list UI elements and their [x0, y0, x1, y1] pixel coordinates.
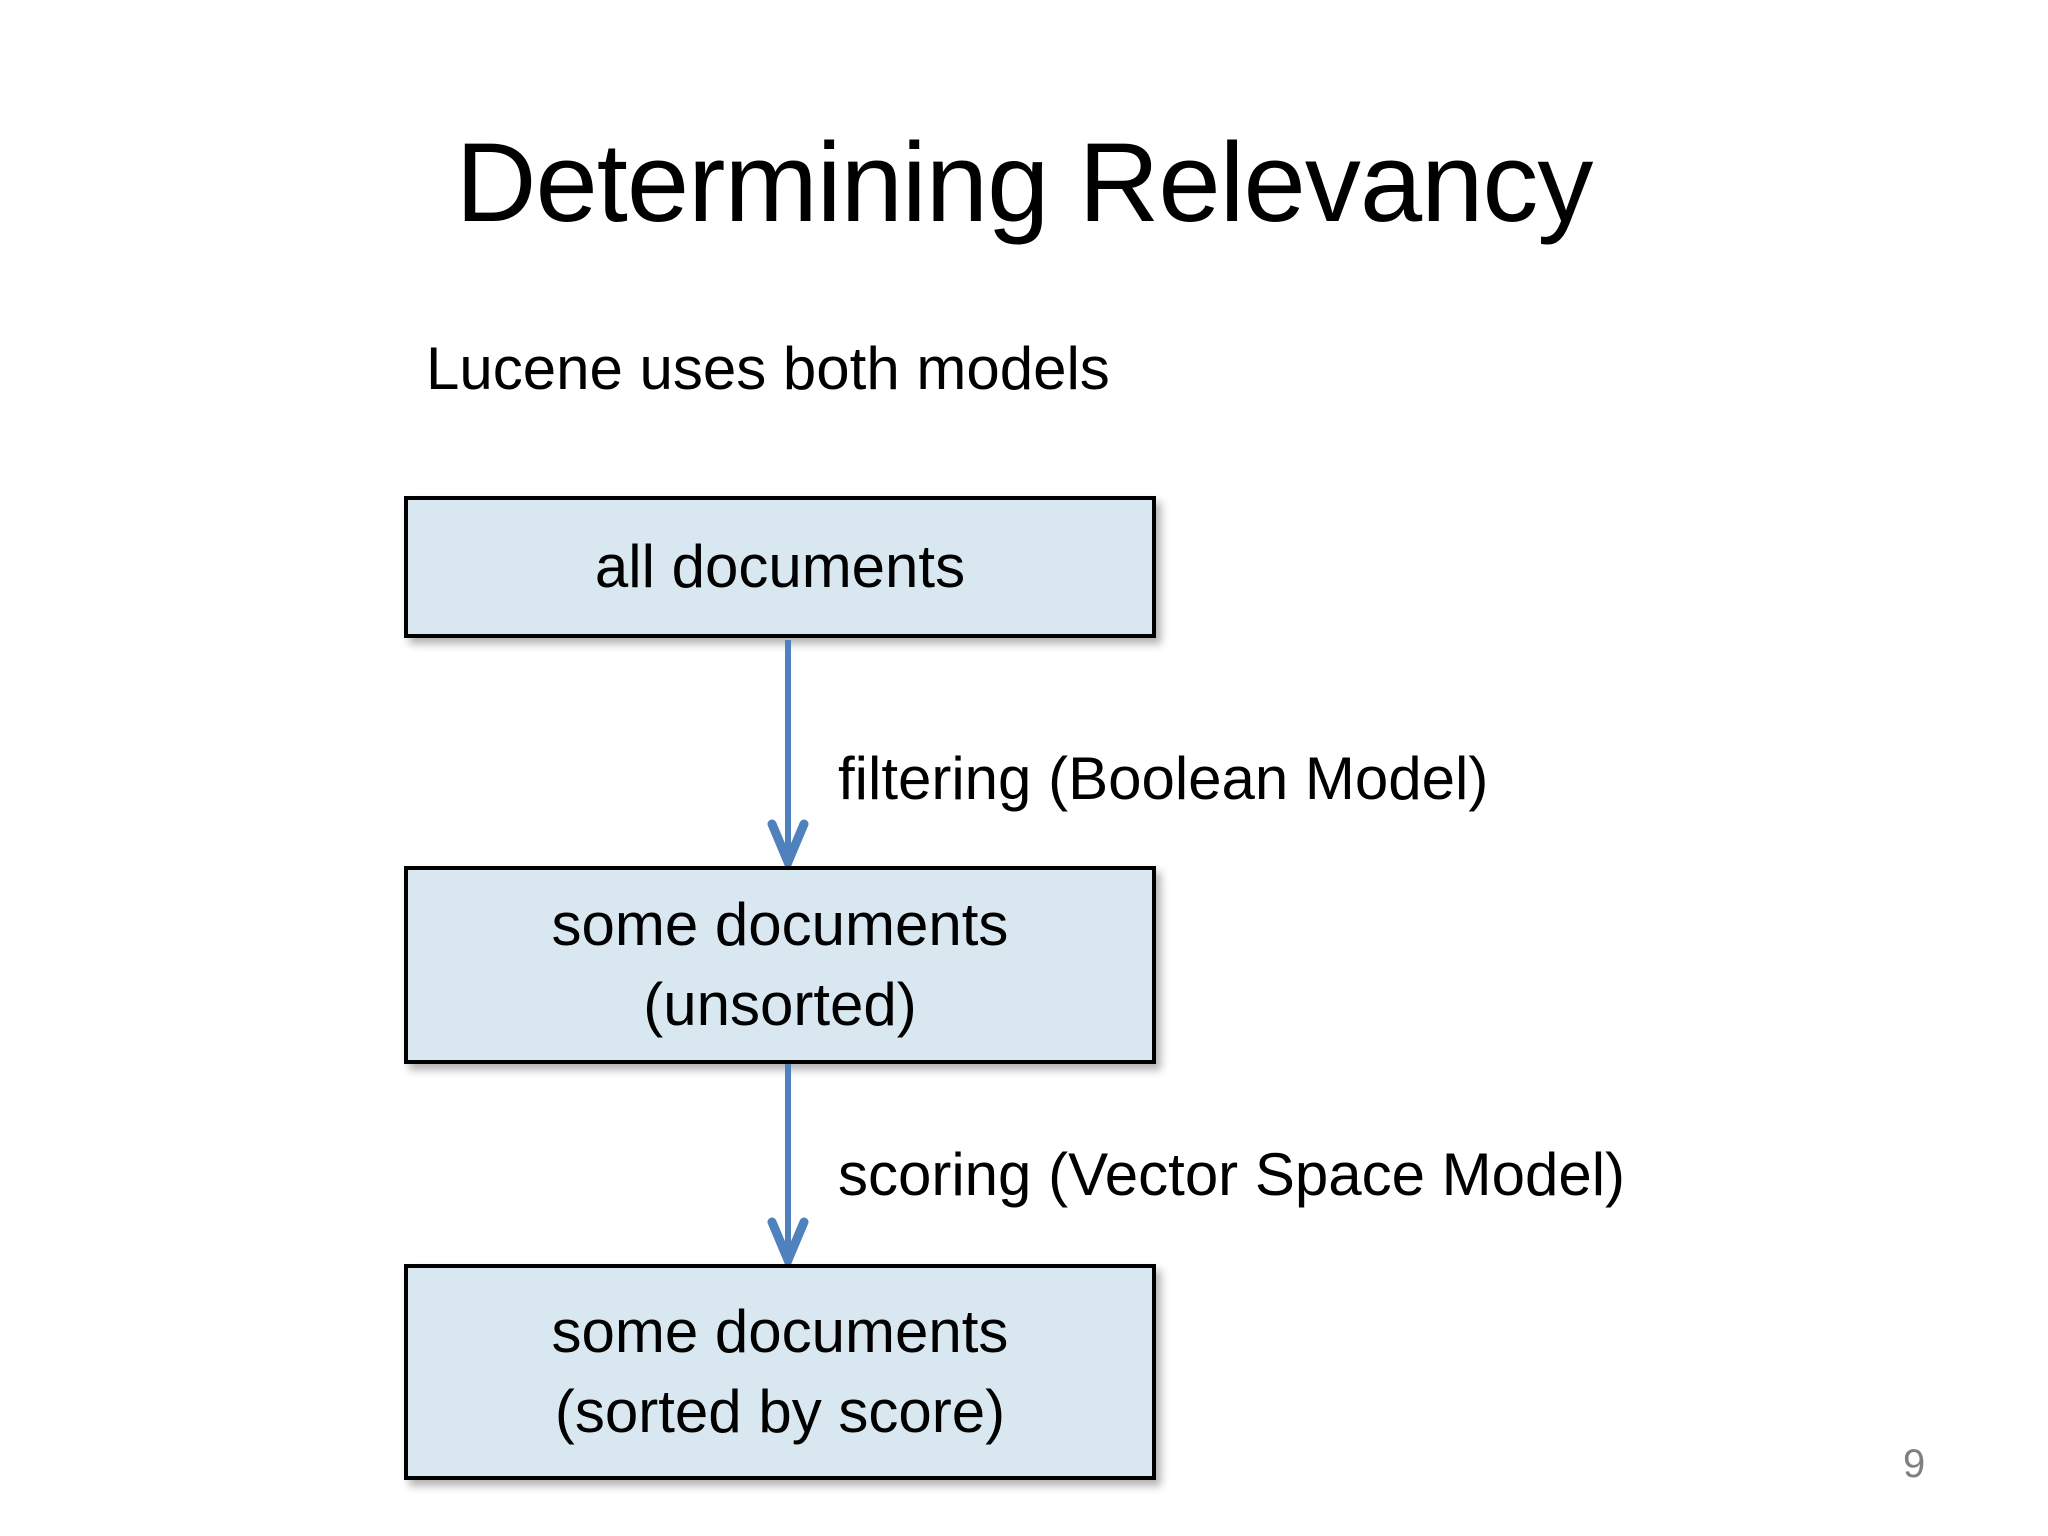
box-line: all documents — [594, 532, 966, 600]
page-number: 9 — [1903, 1442, 1926, 1486]
box-all-documents: all documents — [404, 496, 1156, 638]
box-some-documents-unsorted: some documents (unsorted) — [404, 866, 1156, 1064]
box-line: (sorted by score) — [554, 1378, 1006, 1445]
slide-title: Determining Relevancy — [455, 120, 1594, 245]
arrow-label-scoring: scoring (Vector Space Model) — [838, 1141, 1626, 1208]
box-line: some documents — [551, 1297, 1009, 1365]
box-line: (unsorted) — [643, 971, 917, 1038]
flow-arrow-filtering-icon — [767, 640, 809, 866]
box-some-documents-sorted: some documents (sorted by score) — [404, 1264, 1156, 1480]
flow-arrow-scoring-icon — [767, 1064, 809, 1264]
slide-subtitle: Lucene uses both models — [426, 335, 1110, 402]
arrow-label-filtering: filtering (Boolean Model) — [838, 745, 1489, 812]
box-line: some documents — [551, 890, 1009, 958]
